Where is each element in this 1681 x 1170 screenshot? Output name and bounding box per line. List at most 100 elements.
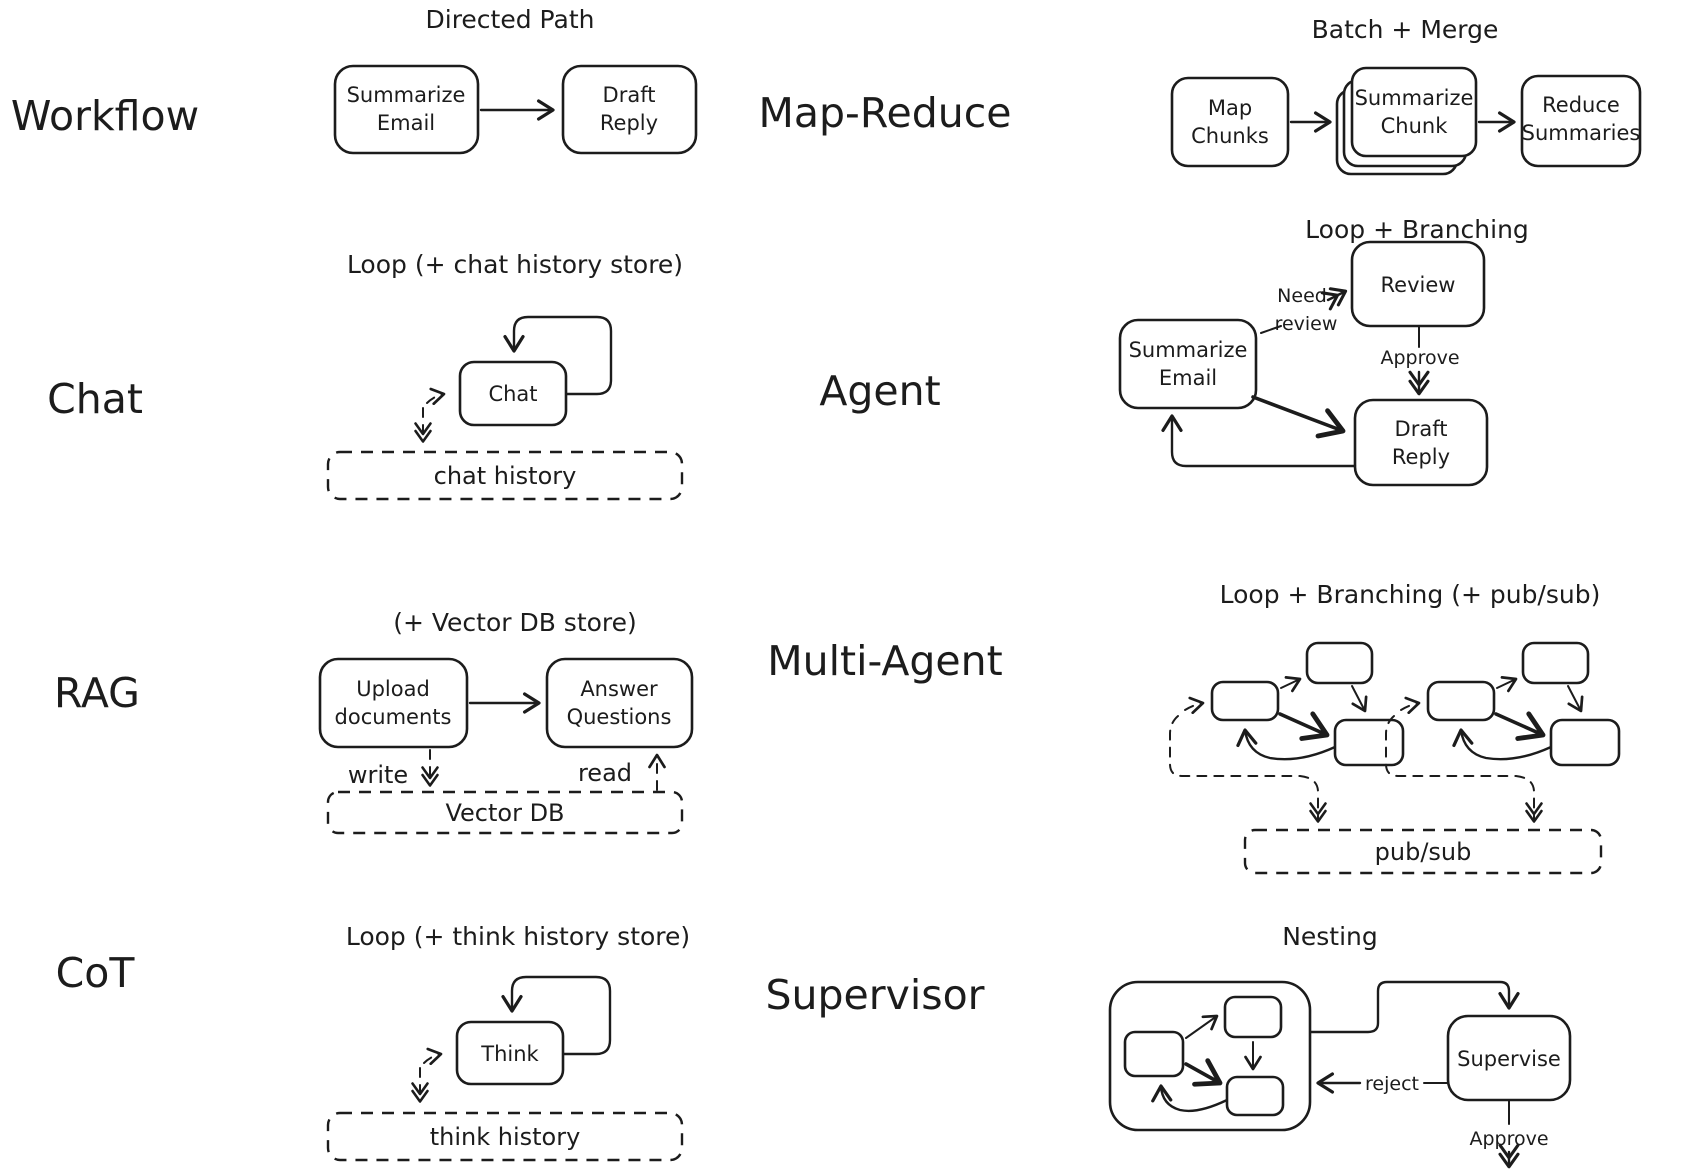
rag-answer-questions-label-1: Answer bbox=[580, 677, 658, 701]
agent-draft-reply-label-2: Reply bbox=[1392, 445, 1450, 469]
supervisor-reject-label: reject bbox=[1365, 1073, 1419, 1095]
cluster2-arrow-top-bottom bbox=[1567, 685, 1584, 713]
supervisor-inner-arrow-left-bottom bbox=[1184, 1058, 1223, 1087]
chat-chat-node bbox=[458, 360, 568, 427]
workflow-section: Workflow Directed Path Summarize Email D… bbox=[11, 5, 698, 155]
agent-label: Agent bbox=[819, 367, 940, 415]
supervisor-label: Supervisor bbox=[765, 971, 984, 1019]
cluster1-top-node bbox=[1305, 641, 1374, 685]
rag-label: RAG bbox=[54, 669, 140, 717]
rag-upload-documents-node bbox=[318, 657, 469, 749]
supervisor-inner-loop-back bbox=[1151, 1084, 1229, 1113]
rag-upload-documents-label-1: Upload bbox=[356, 677, 430, 701]
cot-think-node bbox=[455, 1020, 565, 1086]
map-reduce-label: Map-Reduce bbox=[759, 89, 1012, 137]
supervisor-inner-left-node bbox=[1123, 1030, 1185, 1078]
workflow-draft-reply-label-1: Draft bbox=[603, 83, 656, 107]
chat-title: Loop (+ chat history store) bbox=[347, 250, 683, 279]
multi-agent-label: Multi-Agent bbox=[767, 637, 1002, 685]
cot-self-loop-arrow bbox=[501, 975, 612, 1056]
cluster1-loop-back bbox=[1236, 728, 1337, 761]
workflow-label: Workflow bbox=[11, 92, 199, 140]
chat-chat-node-label: Chat bbox=[488, 382, 537, 406]
cluster1-pubsub-down-arrow bbox=[1169, 715, 1327, 823]
multi-agent-cluster-1 bbox=[1169, 641, 1405, 823]
map-reduce-reduce-summaries-node bbox=[1520, 74, 1642, 168]
cot-think-node-label: Think bbox=[480, 1042, 539, 1066]
agent-loop-back-arrow bbox=[1161, 414, 1357, 468]
cluster2-left-node bbox=[1426, 680, 1496, 722]
cluster2-arrow-left-top bbox=[1496, 676, 1518, 693]
workflow-draft-reply-label-2: Reply bbox=[600, 111, 658, 135]
multi-agent-section: Multi-Agent Loop + Branching (+ pub/sub) bbox=[767, 580, 1621, 875]
chat-history-store bbox=[326, 450, 684, 501]
cluster2-arrow-left-bottom bbox=[1494, 711, 1546, 741]
cluster2-bottom-node bbox=[1549, 718, 1621, 767]
agent-approve-label: Approve bbox=[1380, 347, 1459, 369]
map-reduce-map-chunks-node bbox=[1170, 76, 1290, 168]
supervisor-approve-label: Approve bbox=[1469, 1128, 1548, 1150]
rag-write-label: write bbox=[348, 761, 408, 789]
map-reduce-map-chunks-label-1: Map bbox=[1208, 96, 1252, 120]
cluster1-arrow-top-bottom bbox=[1351, 685, 1368, 713]
multi-agent-pubsub-label: pub/sub bbox=[1375, 838, 1472, 866]
chat-label: Chat bbox=[47, 375, 143, 423]
cluster2-pubsub-in-arrow bbox=[1400, 696, 1421, 715]
cot-section: CoT Loop (+ think history store) Think t… bbox=[56, 922, 690, 1162]
cluster2-pubsub-down-arrow bbox=[1385, 715, 1543, 823]
workflow-summarize-email-label-1: Summarize bbox=[347, 83, 466, 107]
cot-store-in-arrow bbox=[423, 1047, 443, 1066]
rag-answer-questions-node bbox=[545, 657, 694, 749]
agent-review-label: Review bbox=[1381, 273, 1456, 297]
agent-need-review-tick bbox=[1260, 325, 1282, 334]
chat-section: Chat Loop (+ chat history store) Chat ch… bbox=[47, 250, 684, 501]
map-reduce-summarize-chunk-label-1: Summarize bbox=[1355, 86, 1474, 110]
agent-section: Agent Loop + Branching Review Summarize … bbox=[819, 215, 1529, 487]
map-reduce-summarize-chunk-label-2: Chunk bbox=[1381, 114, 1449, 138]
agent-summarize-email-node bbox=[1118, 318, 1258, 410]
cot-label: CoT bbox=[56, 949, 136, 997]
rag-answer-questions-label-2: Questions bbox=[567, 705, 672, 729]
supervisor-to-supervise-arrow bbox=[1309, 980, 1520, 1034]
agent-title: Loop + Branching bbox=[1305, 215, 1529, 244]
rag-section: RAG (+ Vector DB store) Upload documents… bbox=[54, 608, 694, 835]
supervisor-title: Nesting bbox=[1282, 922, 1378, 951]
cluster1-left-node bbox=[1210, 680, 1280, 722]
agent-draft-reply-label-1: Draft bbox=[1395, 417, 1448, 441]
supervisor-inner-arrow-left-top bbox=[1185, 1014, 1219, 1039]
cluster1-pubsub-in-arrow bbox=[1184, 696, 1205, 715]
map-reduce-title: Batch + Merge bbox=[1312, 15, 1499, 44]
chat-history-store-label: chat history bbox=[434, 462, 577, 490]
rag-vector-db-label: Vector DB bbox=[445, 799, 564, 827]
workflow-summarize-email-node bbox=[333, 64, 480, 155]
rag-vector-db-store bbox=[326, 790, 684, 835]
multi-agent-title: Loop + Branching (+ pub/sub) bbox=[1220, 580, 1601, 609]
map-reduce-reduce-summaries-label-1: Reduce bbox=[1542, 93, 1620, 117]
agent-need-review-arrow bbox=[1320, 287, 1348, 311]
supervisor-inner-top-node bbox=[1223, 995, 1283, 1039]
supervisor-supervise-label: Supervise bbox=[1457, 1047, 1561, 1071]
agent-need-review-label-2: review bbox=[1275, 313, 1338, 335]
cluster1-arrow-left-top bbox=[1280, 676, 1302, 693]
rag-read-label: read bbox=[578, 759, 632, 787]
chat-store-in-arrow bbox=[426, 387, 446, 406]
map-reduce-section: Map-Reduce Batch + Merge Map Chunks Summ… bbox=[759, 15, 1642, 176]
map-reduce-map-chunks-label-2: Chunks bbox=[1191, 124, 1269, 148]
cot-think-history-store bbox=[326, 1111, 684, 1162]
map-reduce-reduce-summaries-label-2: Summaries bbox=[1522, 121, 1641, 145]
agent-review-node bbox=[1350, 240, 1486, 328]
map-reduce-summarize-chunk-node bbox=[1350, 66, 1478, 158]
supervisor-section: Supervisor Nesting Supervise reject Appr… bbox=[765, 922, 1572, 1169]
agent-draft-reply-node bbox=[1353, 398, 1489, 487]
multi-agent-pubsub-store bbox=[1243, 828, 1603, 875]
workflow-summarize-email-label-2: Email bbox=[377, 111, 435, 135]
rag-title: (+ Vector DB store) bbox=[393, 608, 637, 637]
multi-agent-cluster-2 bbox=[1385, 641, 1621, 823]
rag-upload-documents-label-2: documents bbox=[335, 705, 452, 729]
cluster2-loop-back bbox=[1452, 728, 1553, 761]
cluster1-bottom-node bbox=[1333, 718, 1405, 767]
workflow-draft-reply-node bbox=[561, 64, 698, 155]
cluster2-top-node bbox=[1521, 641, 1590, 685]
